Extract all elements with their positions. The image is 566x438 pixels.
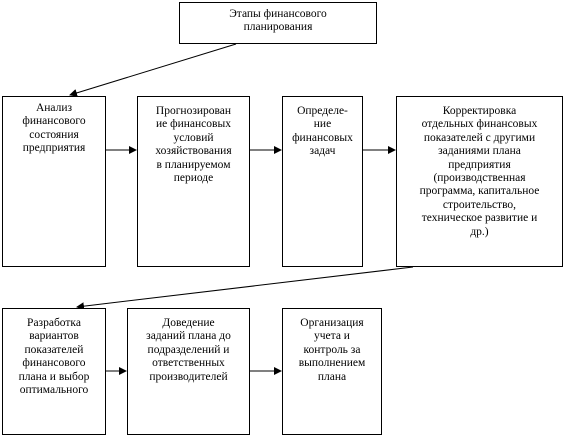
control-text: Организация учета и контроль за выполнен… (298, 317, 366, 383)
analysis-box: Анализ финансового состояния предприятия (2, 96, 106, 267)
arrow-adjustment-to-development (76, 266, 414, 311)
title-box: Этапы финансового планирования (179, 2, 377, 44)
adjustment-text: Корректировка отдельных финансовых показ… (419, 105, 540, 238)
control-box: Организация учета и контроль за выполнен… (282, 308, 382, 435)
analysis-text: Анализ финансового состояния предприятия (22, 102, 86, 155)
development-box: Разработка вариантов показателей финансо… (2, 308, 106, 435)
communication-box: Доведение заданий плана до подразделений… (127, 308, 250, 435)
arrow-title-to-analysis (69, 43, 237, 97)
development-text: Разработка вариантов показателей финансо… (18, 317, 90, 397)
adjustment-box: Корректировка отдельных финансовых показ… (396, 96, 563, 267)
tasks-text: Определе- ние финансовых задач (292, 105, 353, 158)
forecasting-box: Прогнозирован ие финансовых условий хозя… (137, 96, 250, 267)
forecasting-text: Прогнозирован ие финансовых условий хозя… (155, 105, 232, 185)
communication-text: Доведение заданий плана до подразделений… (146, 317, 231, 383)
title-text: Этапы финансового планирования (229, 8, 327, 34)
tasks-box: Определе- ние финансовых задач (282, 96, 363, 267)
